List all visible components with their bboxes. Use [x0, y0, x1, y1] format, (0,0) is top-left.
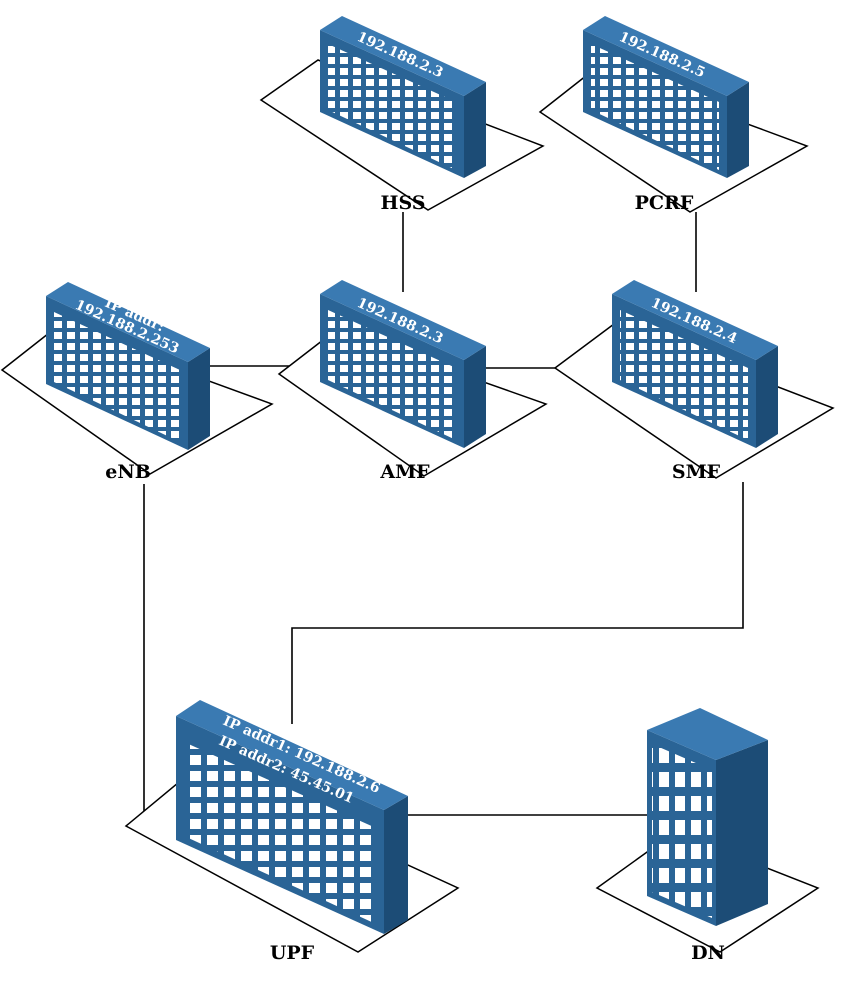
- node-pcrf[interactable]: PC4IP addr: 192.188.2.5 PCRF: [538, 11, 809, 214]
- node-label: DN: [691, 942, 725, 964]
- link-smf-upf: [291, 482, 744, 724]
- tower-building-icon: [647, 708, 768, 926]
- server-building-icon: [176, 700, 408, 934]
- node-label: PCRF: [635, 192, 694, 214]
- node-label: UPF: [270, 942, 315, 964]
- node-smf[interactable]: PC3IP addr: 192.188.2.4 SMF: [553, 277, 835, 483]
- node-label: AMF: [379, 461, 430, 483]
- server-building-icon: [583, 16, 749, 178]
- node-enb[interactable]: IP addr: 192.188.2.253 eNB: [0, 282, 274, 483]
- node-label: eNB: [105, 461, 151, 483]
- node-label: HSS: [381, 192, 426, 214]
- node-upf[interactable]: PC5 IP addr1: 192.188.2.6 IP addr2: 45.4…: [124, 700, 460, 964]
- server-building-icon: [320, 280, 486, 448]
- node-amf[interactable]: PC1IP addr: 192.188.2.3 AMF: [277, 277, 548, 483]
- node-dn[interactable]: DN: [595, 708, 820, 964]
- node-label: SMF: [672, 461, 721, 483]
- server-building-icon: [320, 16, 486, 178]
- server-building-icon: [46, 282, 210, 450]
- node-hss[interactable]: PC2IP addr: 192.188.2.3 HSS: [259, 11, 545, 214]
- server-building-icon: [612, 280, 778, 448]
- link-enb-upf: [143, 484, 178, 813]
